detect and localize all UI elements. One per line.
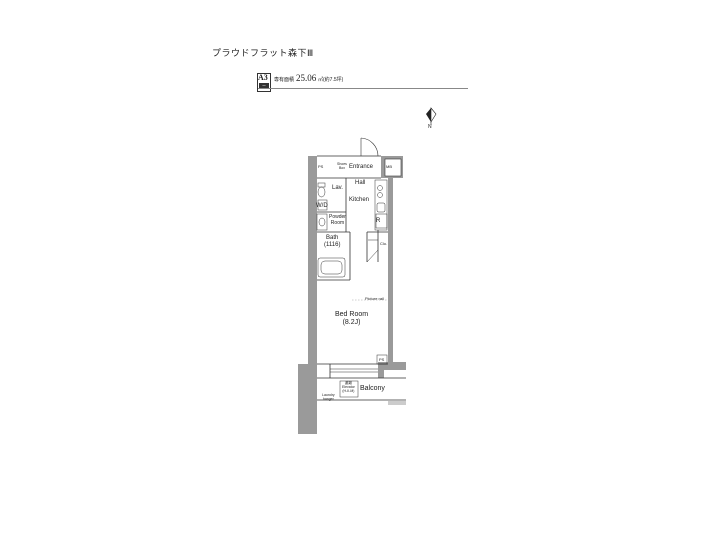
bath-line2: (1116) — [324, 241, 341, 248]
laundry-hanger-label: Laundry hanger — [322, 393, 335, 402]
powder-line2: Room — [330, 219, 345, 226]
area-value: 25.06 — [296, 73, 317, 83]
balcony-railing — [388, 401, 406, 405]
shoes-box-label: Shoes Box — [337, 162, 347, 171]
laundry-line2: hanger — [322, 396, 334, 401]
bathtub-icon — [317, 257, 346, 278]
room-powder: Powder Room — [329, 214, 346, 226]
powder-line1: Powder — [329, 214, 346, 220]
ps-top-label: PS — [318, 164, 324, 169]
area-unit: ㎡(約7.5坪) — [318, 77, 344, 83]
evac-label: 避難 Elevator (H-II-M) — [342, 381, 355, 394]
fridge-label: R — [376, 218, 381, 224]
kitchen-icon — [374, 179, 388, 231]
ps-box — [376, 354, 388, 365]
basin-icon — [316, 213, 328, 231]
building-name: プラウドフラット森下Ⅲ — [212, 48, 314, 58]
shoes-line1: Shoes — [337, 162, 347, 166]
laundry-line1: Laundry — [322, 393, 335, 397]
room-wd: W/D — [316, 203, 328, 209]
closet-label: Clo. — [380, 241, 388, 246]
room-lav: Lav. — [332, 185, 343, 191]
mb-label: MB — [386, 164, 392, 169]
washer-icon — [317, 199, 328, 211]
room-entrance: Entrance — [349, 164, 374, 170]
room-kitchen: Kitchen — [349, 197, 370, 203]
area-label: 専有面積 — [274, 77, 295, 83]
evac-hatch — [339, 380, 359, 398]
room-balcony: Balcony — [360, 385, 385, 392]
shoes-line2: Box — [338, 165, 345, 170]
room-bath: Bath (1116) — [324, 235, 340, 248]
bedroom-line1: Bed Room — [335, 311, 369, 318]
closet-door — [366, 239, 379, 263]
mb-box — [384, 158, 402, 177]
compass-label: N — [428, 124, 432, 130]
evac-line3: (H-II-M) — [342, 388, 355, 393]
picture-rail-label: Picture rail — [365, 296, 384, 301]
bath-line1: Bath — [326, 235, 339, 241]
evac-line2: Elevator — [342, 384, 355, 389]
compass-icon — [426, 107, 437, 125]
unit-sub: ー — [259, 83, 269, 89]
room-bedroom: Bed Room (8.2J) — [335, 311, 368, 326]
fridge-icon — [375, 213, 388, 229]
ps-bottom-label: PS — [379, 357, 385, 362]
room-hall: Hall — [355, 180, 366, 186]
header-rule — [258, 88, 468, 89]
unit-code: A3 — [258, 73, 268, 82]
balcony-window — [330, 368, 378, 373]
evac-line1: 避難 — [344, 381, 352, 385]
bedroom-line2: (8.2J) — [342, 318, 361, 326]
walls-outline — [317, 155, 406, 401]
toilet-icon — [317, 182, 326, 198]
entrance-door — [360, 137, 379, 157]
